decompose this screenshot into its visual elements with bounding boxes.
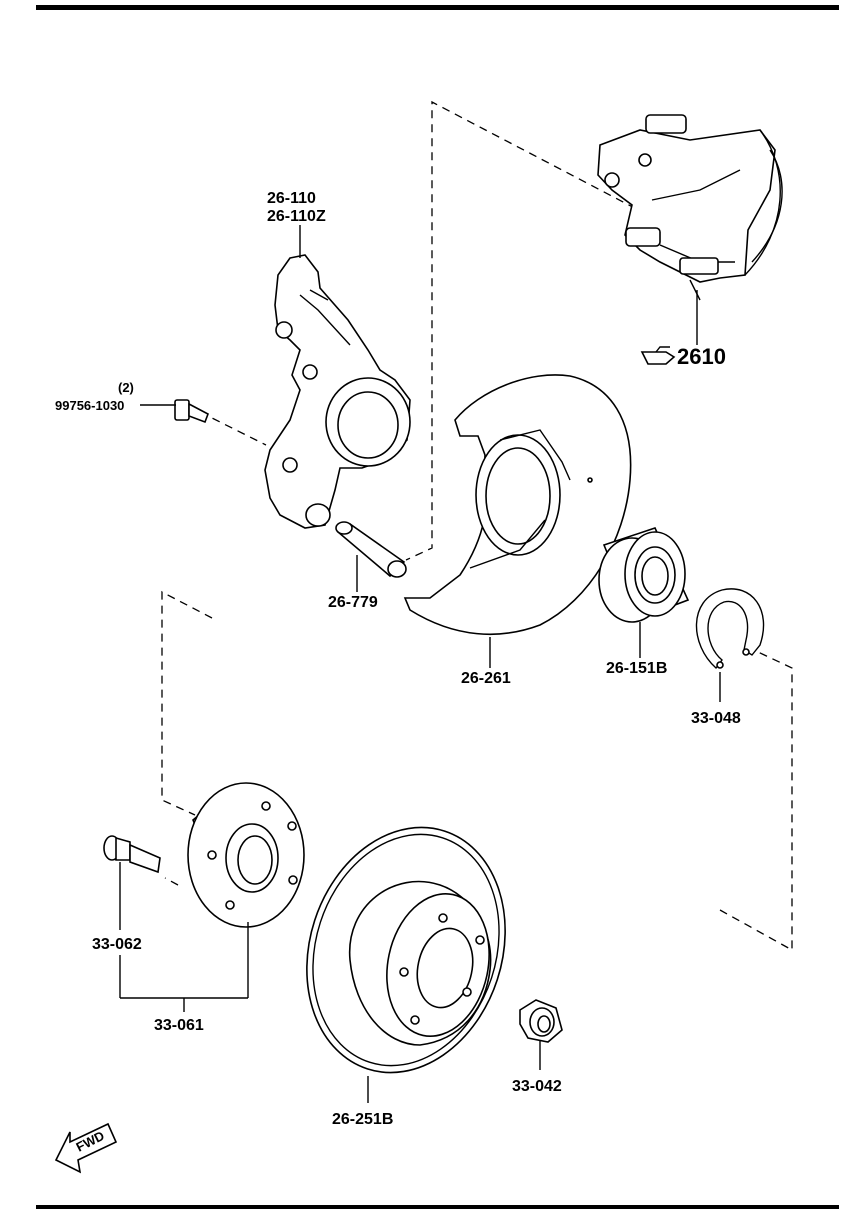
hub-bolt-drawing — [103, 835, 161, 874]
pin-label: 26-779 — [328, 594, 378, 611]
brake-disc-label: 26-251B — [332, 1111, 393, 1128]
nut-drawing — [519, 999, 563, 1043]
fwd-arrow-icon: FWD — [54, 1122, 118, 1174]
pin-drawing — [335, 521, 407, 578]
bolt-qty-label: (2) — [118, 380, 134, 395]
knuckle-drawing — [264, 254, 411, 529]
caliper-drawing — [597, 114, 783, 301]
hub-drawing — [187, 782, 305, 928]
nut-label: 33-042 — [512, 1078, 562, 1095]
guide-lines — [161, 100, 793, 952]
bearing-drawing — [598, 527, 690, 623]
bottom-border — [36, 1205, 839, 1209]
bearing-label: 26-151B — [606, 660, 667, 677]
knuckle-label-2: 26-110Z — [267, 208, 326, 225]
top-border — [36, 5, 839, 10]
hub-label: 33-061 — [154, 1017, 204, 1034]
snap-ring-drawing — [695, 588, 765, 670]
snap-ring-label: 33-048 — [691, 710, 741, 727]
bolt-label: 99756-1030 — [55, 398, 124, 413]
caliper-label: 2610 — [677, 344, 726, 369]
dust-shield-drawing — [403, 374, 632, 636]
dust-shield-label: 26-261 — [461, 670, 511, 687]
hub-bolt-label: 33-062 — [92, 936, 142, 953]
bolt-drawing — [174, 399, 209, 424]
knuckle-label-1: 26-110 — [267, 190, 316, 207]
brake-disc-drawing — [306, 826, 506, 1074]
hub-bracket — [119, 862, 249, 1012]
pointing-hand-icon — [640, 346, 676, 365]
